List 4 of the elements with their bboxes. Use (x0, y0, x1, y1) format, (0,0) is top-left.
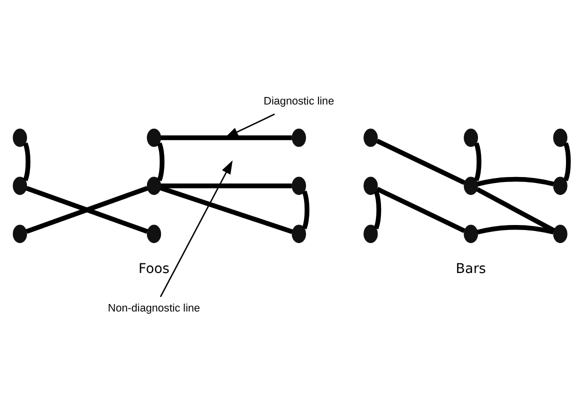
label: Bars (456, 260, 486, 277)
label: Foos (138, 260, 170, 277)
node-text: Non-diagnostic line (108, 302, 200, 314)
node-text: Diagnostic line (264, 94, 334, 107)
